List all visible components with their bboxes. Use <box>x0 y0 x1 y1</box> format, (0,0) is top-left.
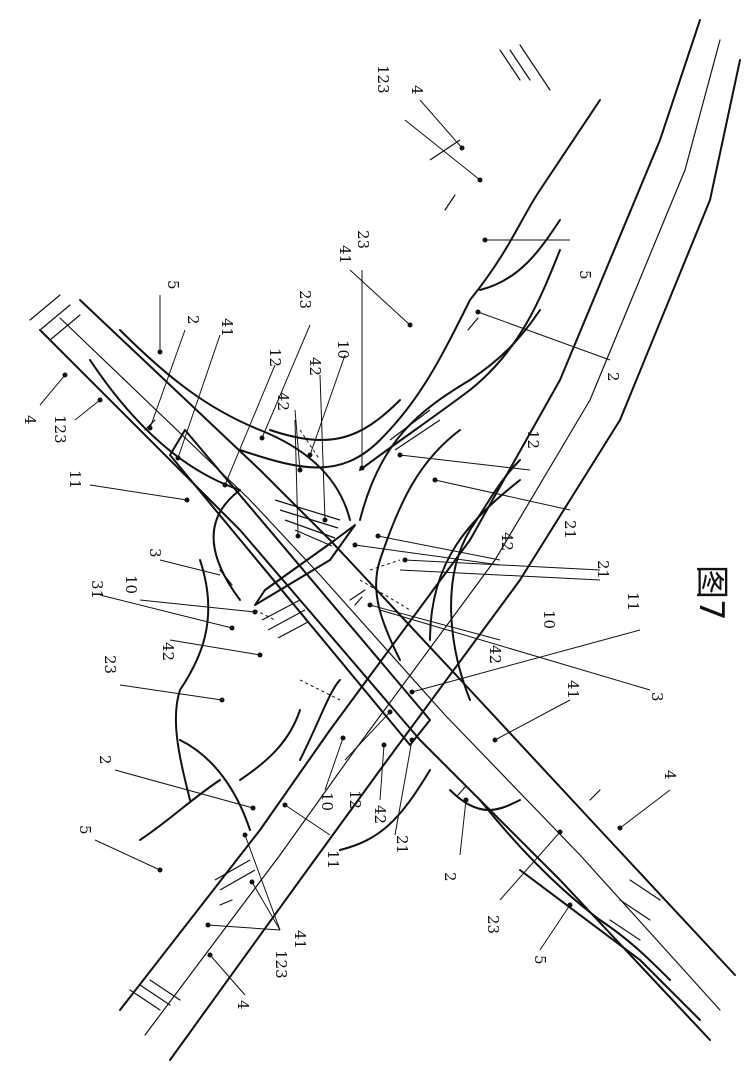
label-10: 10 <box>318 792 336 811</box>
dashed-lines <box>254 429 411 701</box>
label-123: 123 <box>272 950 290 979</box>
label-12: 12 <box>346 790 364 809</box>
label-11: 11 <box>324 850 342 869</box>
label-12: 12 <box>524 430 542 449</box>
leader-lines <box>39 99 671 996</box>
label-42: 42 <box>371 805 389 824</box>
label-2: 2 <box>441 872 459 882</box>
label-42: 42 <box>274 392 292 411</box>
label-11: 11 <box>66 470 84 489</box>
label-41: 41 <box>291 930 309 949</box>
label-3: 3 <box>146 548 164 558</box>
reference-labels: 4 123 41 23 5 2 12 21 21 42 10 42 3 11 4… <box>21 65 679 1010</box>
label-21: 21 <box>594 560 612 579</box>
label-31: 31 <box>88 580 106 599</box>
label-23: 23 <box>354 230 372 249</box>
label-41: 41 <box>564 680 582 699</box>
label-123: 123 <box>374 65 392 94</box>
central-island <box>169 429 431 746</box>
label-2: 2 <box>184 315 202 325</box>
cross-highway-outline <box>119 19 741 1061</box>
label-12: 12 <box>266 348 284 367</box>
lane-arrows <box>29 44 661 1011</box>
label-123: 123 <box>51 415 69 444</box>
label-41: 41 <box>336 245 354 264</box>
label-21: 21 <box>393 835 411 854</box>
label-42: 42 <box>159 642 177 661</box>
label-4: 4 <box>661 770 679 780</box>
label-23: 23 <box>101 655 119 674</box>
label-41: 41 <box>218 318 236 337</box>
label-23: 23 <box>484 915 502 934</box>
label-21: 21 <box>561 520 579 539</box>
label-10: 10 <box>540 610 558 629</box>
label-4: 4 <box>408 85 426 95</box>
label-2: 2 <box>604 372 622 382</box>
label-2: 2 <box>96 755 114 765</box>
label-42: 42 <box>498 532 516 551</box>
label-42: 42 <box>306 357 324 376</box>
hatched-gore-areas <box>214 139 461 891</box>
label-10: 10 <box>122 575 140 594</box>
label-42: 42 <box>486 645 504 664</box>
label-5: 5 <box>76 825 94 835</box>
label-3: 3 <box>648 692 666 702</box>
label-11: 11 <box>624 592 642 611</box>
label-4: 4 <box>234 1000 252 1010</box>
label-5: 5 <box>576 270 594 280</box>
label-23: 23 <box>296 290 314 309</box>
label-5: 5 <box>531 955 549 965</box>
figure-caption: 图7 <box>691 565 731 621</box>
label-4: 4 <box>21 415 39 425</box>
label-5: 5 <box>164 280 182 290</box>
label-10: 10 <box>334 340 352 359</box>
ramp-loops <box>89 99 701 1021</box>
